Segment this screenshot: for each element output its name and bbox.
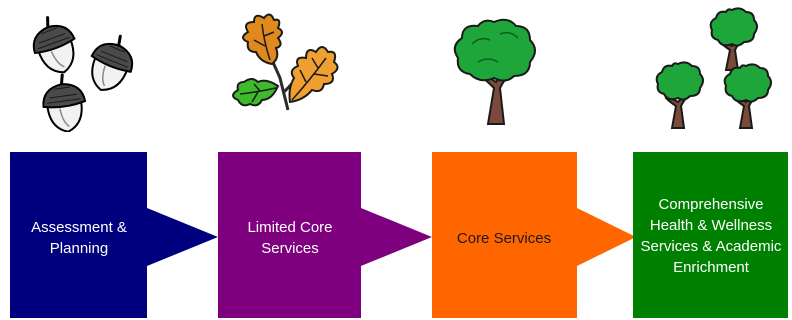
stage-1-arrow xyxy=(10,152,218,318)
stage-3-arrow xyxy=(432,152,636,318)
stage-2-label: Limited Core Services xyxy=(226,200,354,276)
oak-leaves-icon xyxy=(232,13,339,111)
single-tree-icon xyxy=(453,18,536,125)
acorns-icon xyxy=(32,16,134,132)
stage-2-arrow xyxy=(218,152,432,318)
stage-4-label-text: Comprehensive Health & Wellness Services… xyxy=(640,196,782,276)
stage-3-label: Core Services xyxy=(440,200,568,276)
stage-1-label-text: Assessment & Planning xyxy=(31,219,127,257)
stage-4-box xyxy=(633,152,788,318)
three-trees-icon xyxy=(655,7,772,129)
stage-2-label-text: Limited Core Services xyxy=(247,219,333,257)
stage-4-label: Comprehensive Health & Wellness Services… xyxy=(640,172,782,300)
stage-3-label-text: Core Services xyxy=(456,229,552,247)
stage-1-label: Assessment & Planning xyxy=(14,200,144,276)
